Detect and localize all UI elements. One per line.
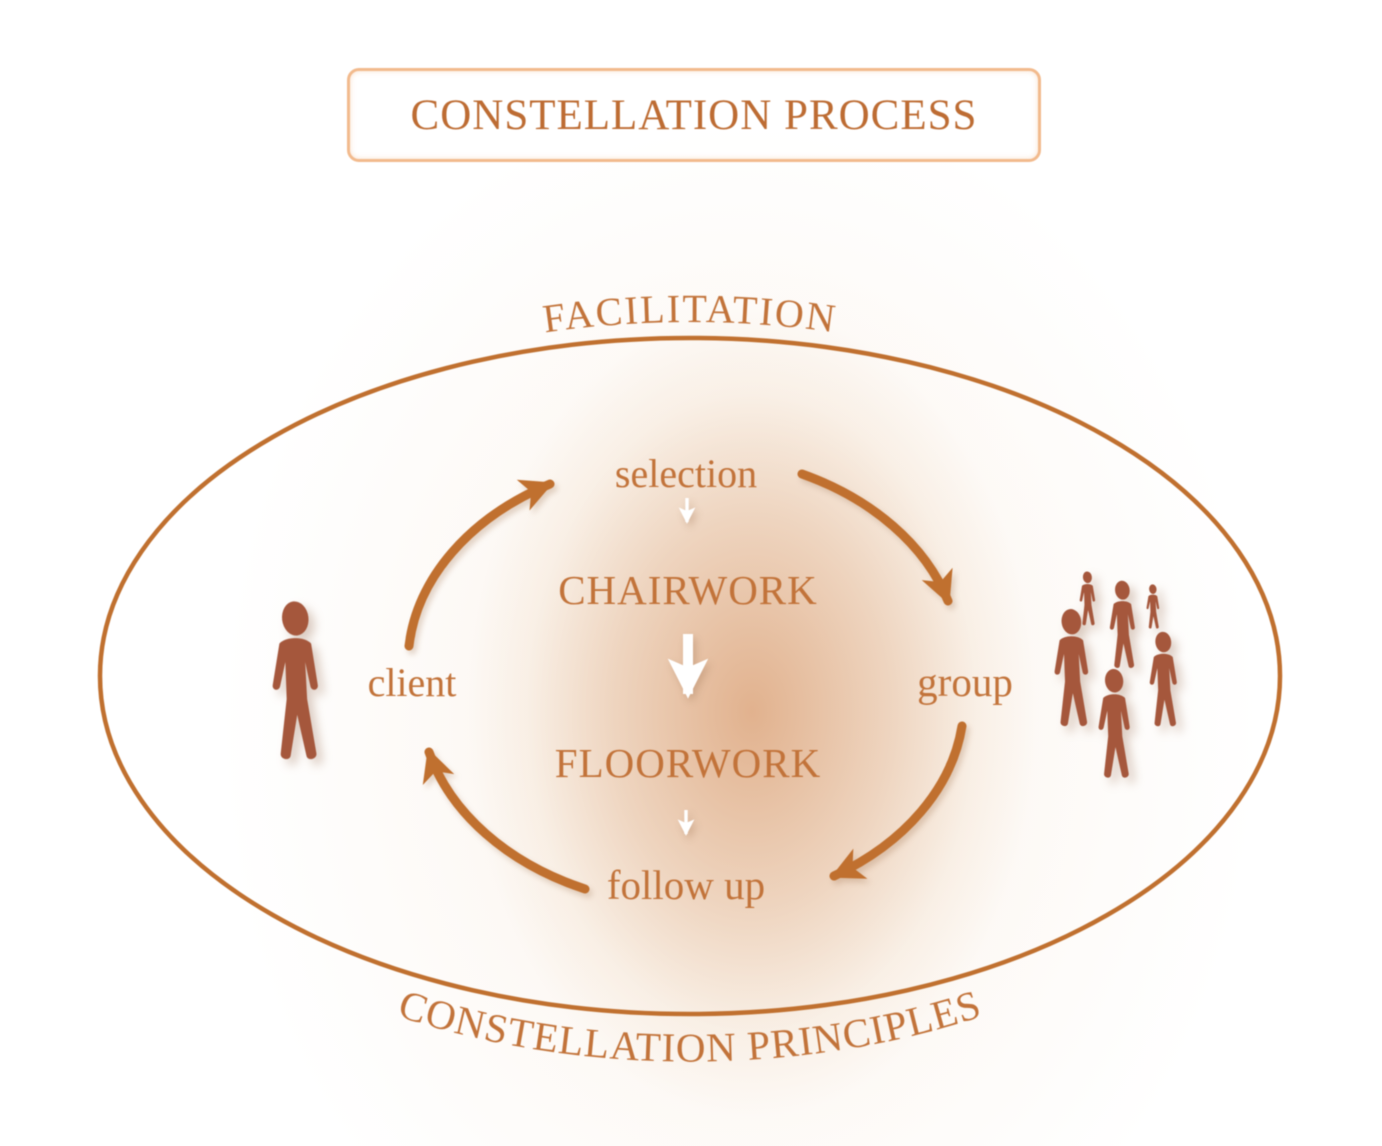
step-follow-up: follow up (607, 862, 765, 908)
flow-arrows (667, 498, 709, 836)
step-floorwork: FLOORWORK (555, 740, 821, 786)
client-person-icon (272, 599, 318, 760)
group-person-icon (1146, 583, 1160, 629)
arc-followup-to-client (422, 747, 590, 894)
facilitation-label: FACILITATION (540, 286, 838, 341)
group-person-icon (1109, 579, 1135, 668)
cycle-arcs (404, 469, 967, 894)
boundary-ellipse (97, 335, 1283, 1017)
page-title: CONSTELLATION PROCESS (410, 91, 978, 139)
arc-group-to-followup (829, 721, 967, 881)
group-person-icon (1098, 667, 1130, 778)
group-person-icon (1054, 607, 1089, 727)
group-person-icon (1149, 630, 1177, 727)
group-people-icon (1054, 570, 1177, 778)
role-group-label: group (917, 659, 1013, 705)
role-client-label: client (368, 660, 457, 705)
arc-selection-to-group (797, 469, 953, 606)
facilitation-arc-text: FACILITATION (540, 286, 840, 341)
group-person-icon (1079, 570, 1096, 626)
title-box: CONSTELLATION PROCESS (347, 68, 1041, 162)
step-selection: selection (615, 451, 757, 496)
arc-client-to-selection (404, 479, 555, 651)
step-chairwork: CHAIRWORK (558, 567, 818, 613)
